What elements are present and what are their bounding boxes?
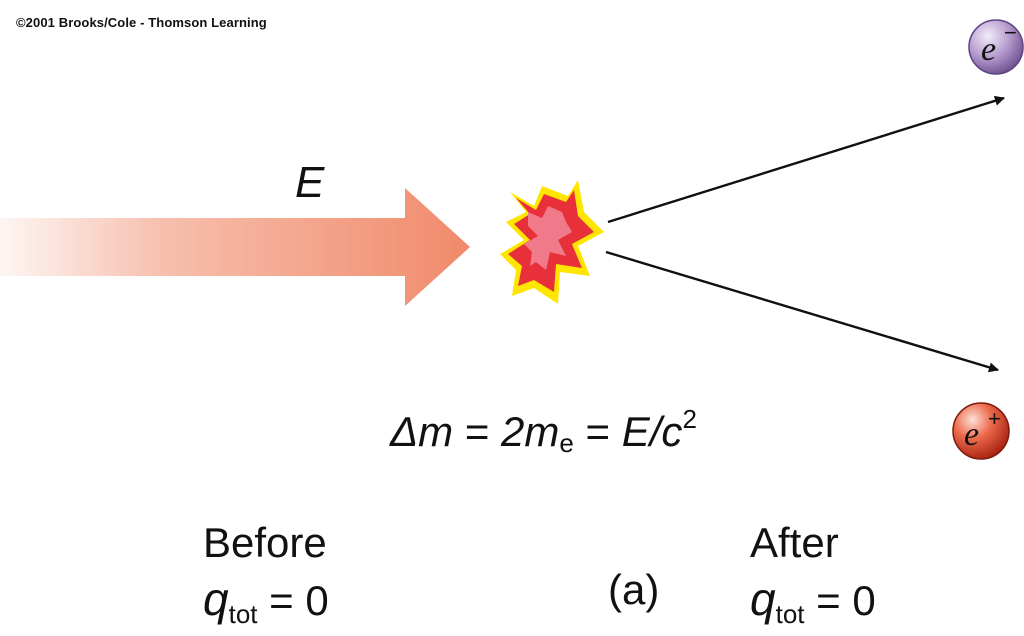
equals-sign: = [464,408,490,455]
after-total-charge: qtot = 0 [750,576,876,627]
charge-subscript: tot [775,599,805,629]
panel-label: (a) [608,566,660,613]
before-total-charge: qtot = 0 [203,576,329,627]
equals-sign-2: = [585,408,611,455]
electron-charge-sign: − [1004,20,1017,45]
positron-particle: e + [952,402,1010,460]
electron-track [607,95,1005,224]
charge-subscript: tot [228,599,258,629]
positron-symbol: e [964,416,979,453]
energy-label: E [295,158,325,207]
positron-charge-sign: + [988,406,1001,431]
before-title: Before [203,519,327,566]
charge-value: = 0 [257,577,329,624]
squared-superscript: 2 [682,404,697,434]
charge-value: = 0 [804,577,876,624]
charge-symbol: q [750,573,776,625]
mass-energy-equation: Δm = 2me = E/c2 [390,404,697,459]
e-over-c-term: E/c [621,408,683,455]
electron-subscript: e [559,428,574,458]
copyright-notice: ©2001 Brooks/Cole - Thomson Learning [16,15,267,30]
electron-particle: e − [968,19,1024,75]
two-m-term: 2m [501,408,560,455]
delta-m-term: Δm [390,408,454,455]
after-title: After [750,519,839,566]
electron-symbol: e [981,31,996,68]
positron-track [605,250,999,373]
photon-energy-arrow [0,188,470,306]
charge-symbol: q [203,573,229,625]
interaction-burst [500,180,604,304]
